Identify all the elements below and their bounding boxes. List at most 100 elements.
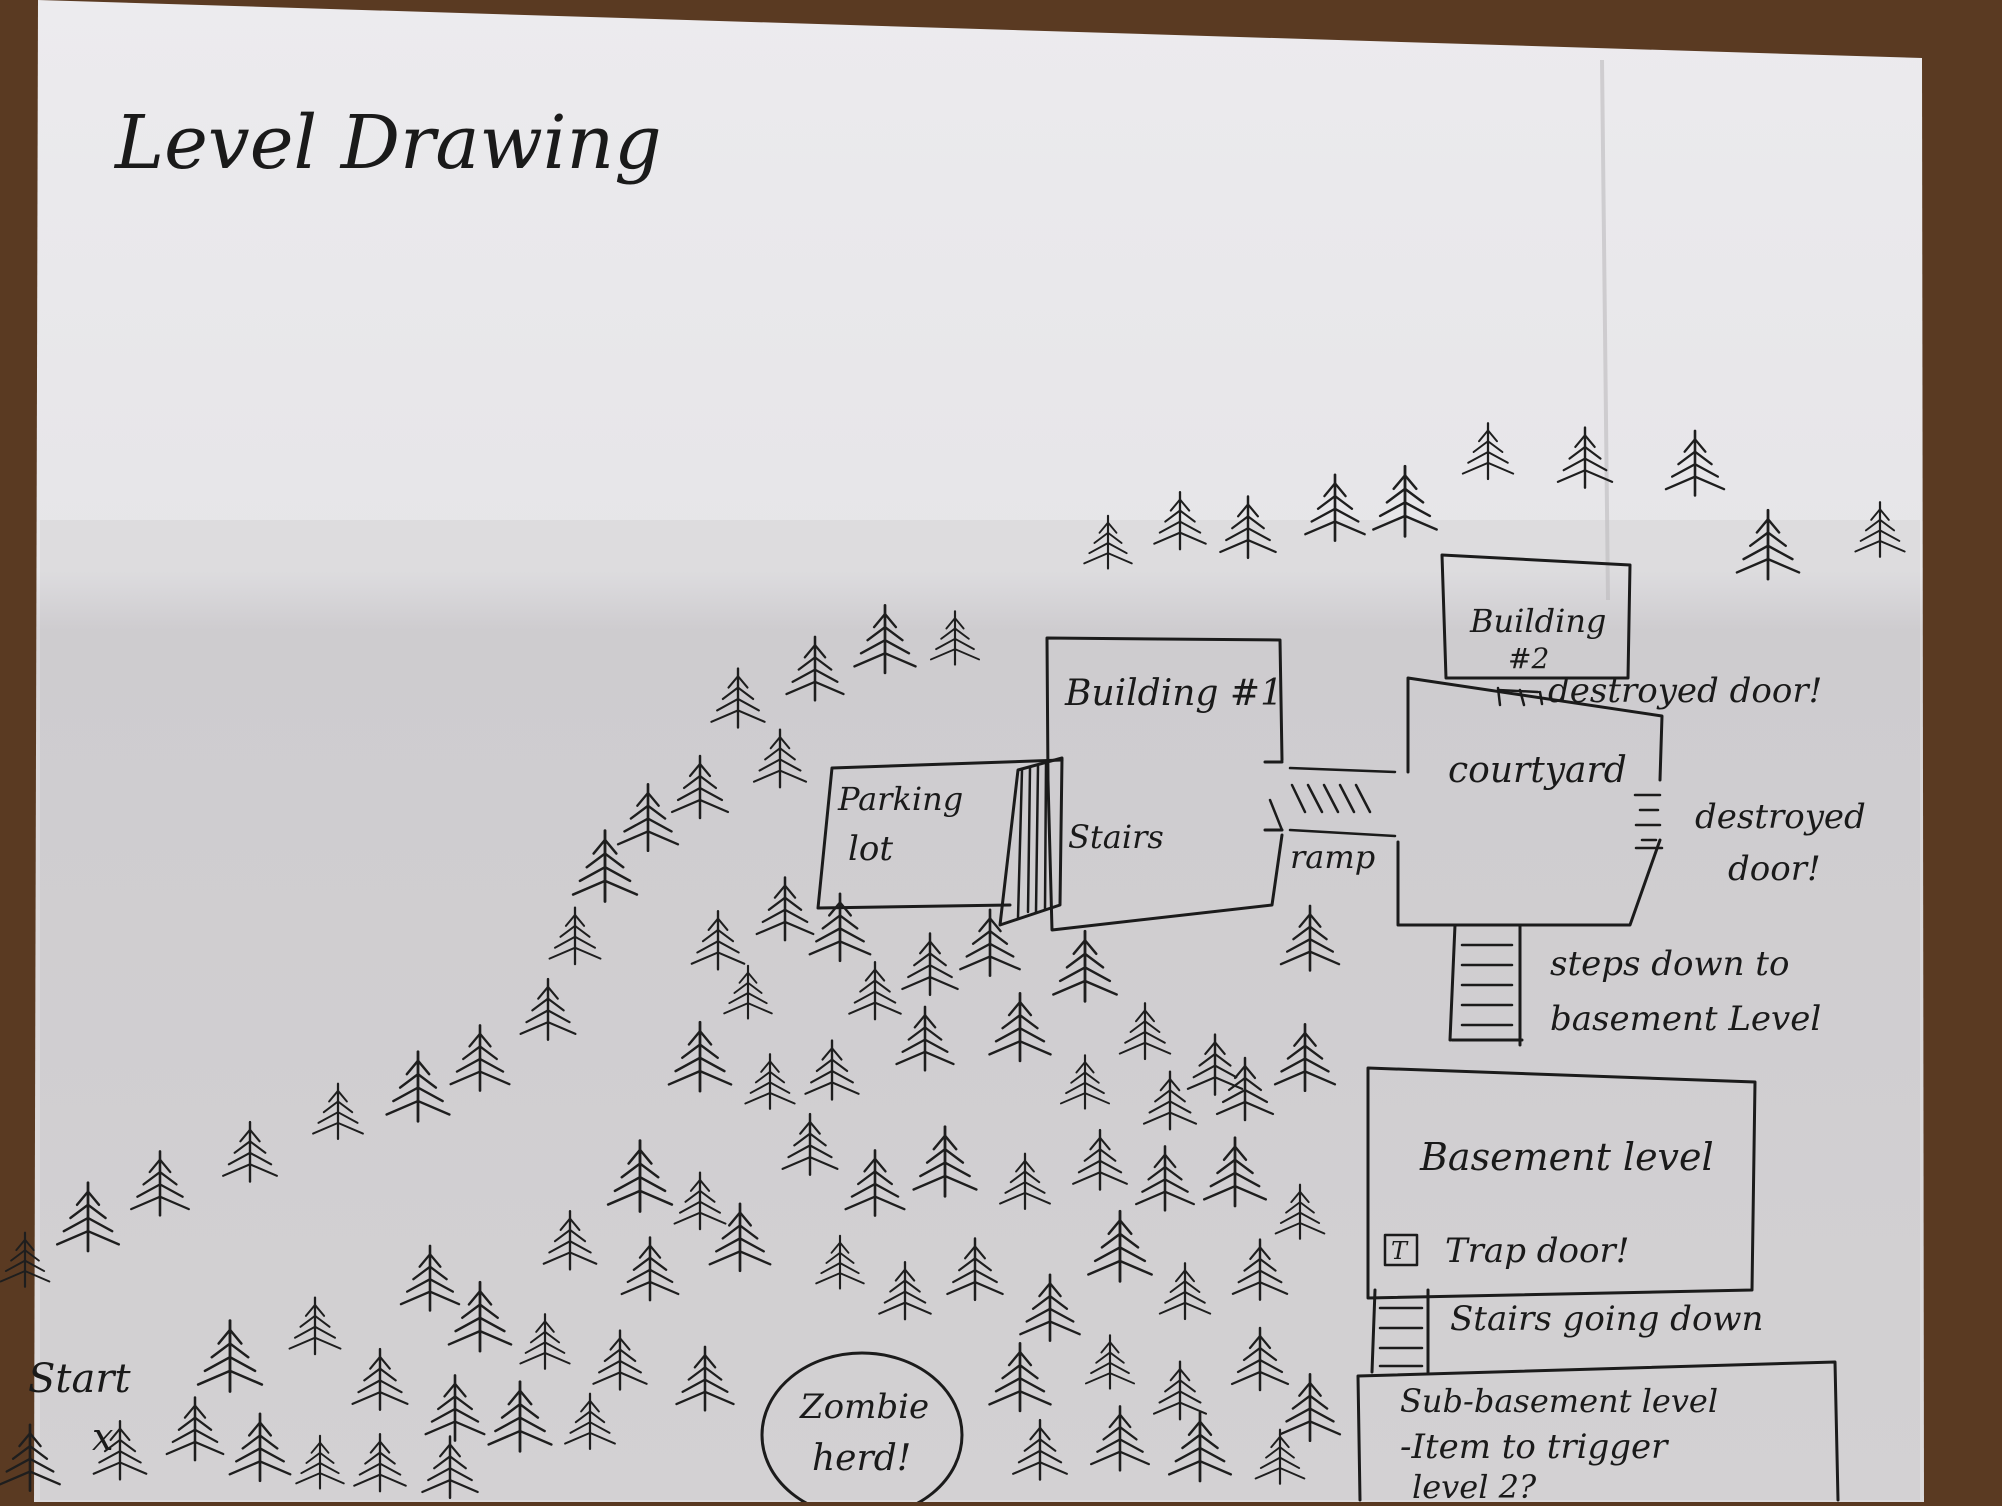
basement-label: Basement level — [1419, 1135, 1714, 1179]
tree-icon — [542, 1209, 598, 1271]
tree-icon — [673, 1171, 727, 1231]
stairs-down-label: Stairs going down — [1450, 1299, 1763, 1339]
tree-icon — [1664, 429, 1726, 497]
tree-icon — [844, 1149, 906, 1217]
tree-icon — [1202, 1136, 1268, 1208]
building-1-label: Building #1 — [1064, 673, 1283, 714]
tree-icon — [92, 1419, 148, 1481]
tree-icon — [1461, 422, 1515, 481]
tree-icon — [519, 977, 577, 1042]
zombie-herd-circle — [760, 1351, 964, 1506]
tree-icon — [228, 1412, 292, 1483]
tree-icon — [564, 1392, 616, 1451]
ramp-icon — [1263, 760, 1397, 838]
tree-icon — [351, 1347, 409, 1412]
tree-icon — [0, 1231, 51, 1288]
tree-icon — [1215, 1056, 1275, 1122]
stairs-label: Stairs — [1068, 818, 1164, 856]
tree-icon — [808, 892, 872, 963]
tree-icon — [353, 1433, 407, 1493]
courtyard-label: courtyard — [1448, 750, 1627, 791]
tree-icon — [878, 1261, 932, 1321]
tree-icon — [1735, 508, 1801, 581]
tree-icon — [1152, 1360, 1208, 1421]
parking-lot-outline — [816, 758, 1064, 910]
tree-icon — [288, 1296, 342, 1356]
tree-icon — [752, 728, 808, 789]
tree-icon — [1072, 1128, 1128, 1191]
parking-lot-label-2: lot — [848, 829, 893, 869]
destroyed-door-right-label-1: destroyed — [1695, 797, 1866, 837]
tree-icon — [1254, 1428, 1306, 1485]
steps-down-label-2: basement Level — [1550, 999, 1821, 1039]
paper-crease — [1600, 59, 1610, 601]
tree-icon — [755, 876, 815, 942]
trap-door-icon: T — [1383, 1233, 1419, 1267]
stairs-icon — [998, 756, 1064, 927]
sub-basement-label-3: level 2? — [1412, 1468, 1537, 1502]
tree-icon — [710, 667, 766, 729]
tree-icon — [1167, 1411, 1233, 1483]
courtyard-outline — [1396, 676, 1664, 927]
building-2-label-1: Building — [1469, 602, 1606, 640]
tree-icon — [912, 1125, 978, 1198]
page-title: Level Drawing — [113, 100, 662, 186]
start-marker: x — [92, 1415, 113, 1459]
tree-icon — [399, 1244, 461, 1312]
tree-icon — [592, 1329, 648, 1391]
ramp-label: ramp — [1290, 838, 1375, 876]
tree-icon — [744, 1053, 796, 1110]
tree-icon — [1052, 929, 1118, 1003]
destroyed-door-top-icon — [1496, 686, 1544, 707]
tree-icon — [519, 1313, 571, 1370]
tree-icon — [1231, 1238, 1289, 1301]
tree-icon — [804, 1039, 860, 1101]
tree-icon — [988, 991, 1052, 1063]
building-2-outline — [1440, 553, 1632, 680]
sub-basement-label-1: Sub-basement level — [1400, 1382, 1718, 1420]
tree-icon — [130, 1150, 190, 1217]
tree-icon — [196, 1319, 264, 1393]
tree-icon — [1153, 491, 1207, 551]
tree-icon — [1556, 426, 1614, 489]
tree-icon — [670, 754, 730, 820]
shadow-band — [40, 520, 1920, 1500]
tree-icon — [901, 932, 959, 997]
tree-icon — [620, 1236, 680, 1302]
forest — [0, 422, 1906, 1500]
tree-icon — [723, 964, 773, 1020]
tree-icon — [1186, 1033, 1244, 1096]
sub-basement-outline — [1356, 1360, 1840, 1502]
tree-icon — [785, 635, 845, 702]
tree-icon — [999, 1152, 1051, 1211]
destroyed-door-top-label: destroyed door! — [1548, 671, 1822, 711]
tree-icon — [853, 603, 917, 675]
tree-icon — [421, 1435, 479, 1500]
tree-icon — [222, 1120, 278, 1183]
steps-down-icon — [1448, 923, 1524, 1047]
tree-icon — [1273, 1023, 1337, 1093]
tree-icon — [1019, 1273, 1081, 1342]
tree-icon — [815, 1234, 865, 1290]
tree-icon — [165, 1396, 225, 1462]
destroyed-door-right-label-2: door! — [1728, 849, 1821, 889]
tree-icon — [55, 1181, 121, 1253]
zombie-herd-label-1: Zombie — [799, 1387, 929, 1427]
tree-icon — [1158, 1262, 1212, 1321]
tree-icon — [616, 783, 680, 853]
tree-icon — [606, 1139, 674, 1213]
tree-icon — [848, 961, 902, 1021]
tree-icon — [1083, 514, 1133, 570]
trap-door-label: Trap door! — [1445, 1231, 1629, 1271]
tree-icon — [1084, 1334, 1136, 1390]
tree-icon — [708, 1202, 772, 1273]
destroyed-door-right-icon — [1633, 793, 1664, 850]
tree-icon — [988, 1341, 1052, 1413]
building-2-label-2: #2 — [1508, 642, 1549, 675]
tree-icon — [1219, 495, 1277, 560]
start-label: Start — [28, 1356, 131, 1402]
zombie-herd-label-2: herd! — [812, 1438, 911, 1479]
tree-icon — [895, 1005, 955, 1072]
